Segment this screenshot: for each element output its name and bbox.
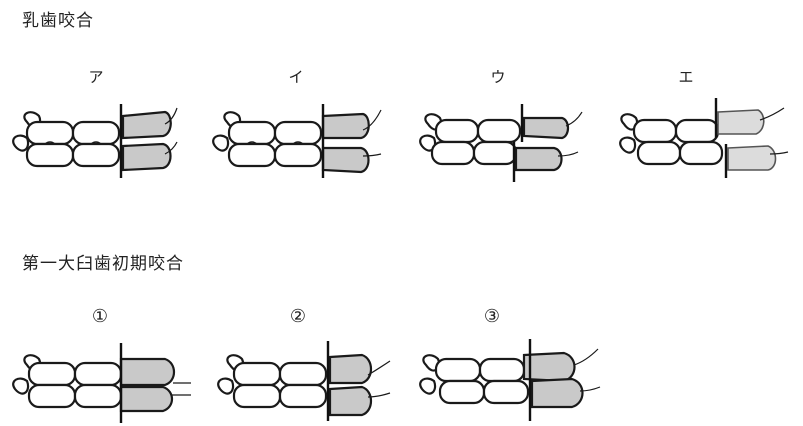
occlusion-diagram-e: [610, 94, 800, 184]
first-molar-title: 第一大臼歯初期咬合: [22, 249, 184, 274]
occlusion-diagram-a: [5, 94, 185, 184]
option-label-i: イ: [276, 66, 316, 87]
molar-diagram-2: [210, 335, 400, 425]
option-label-2: ②: [278, 306, 318, 327]
primary-dentition-title: 乳歯咬合: [22, 6, 94, 31]
option-label-3: ③: [472, 306, 512, 327]
option-label-1: ①: [80, 306, 120, 327]
option-label-u: ウ: [478, 66, 518, 87]
molar-diagram-3: [410, 335, 610, 425]
occlusion-diagram-u: [412, 94, 592, 184]
occlusion-diagram-i: [205, 94, 385, 184]
option-label-e: エ: [666, 66, 706, 87]
molar-diagram-1: [5, 335, 195, 425]
option-label-a: ア: [76, 66, 116, 87]
